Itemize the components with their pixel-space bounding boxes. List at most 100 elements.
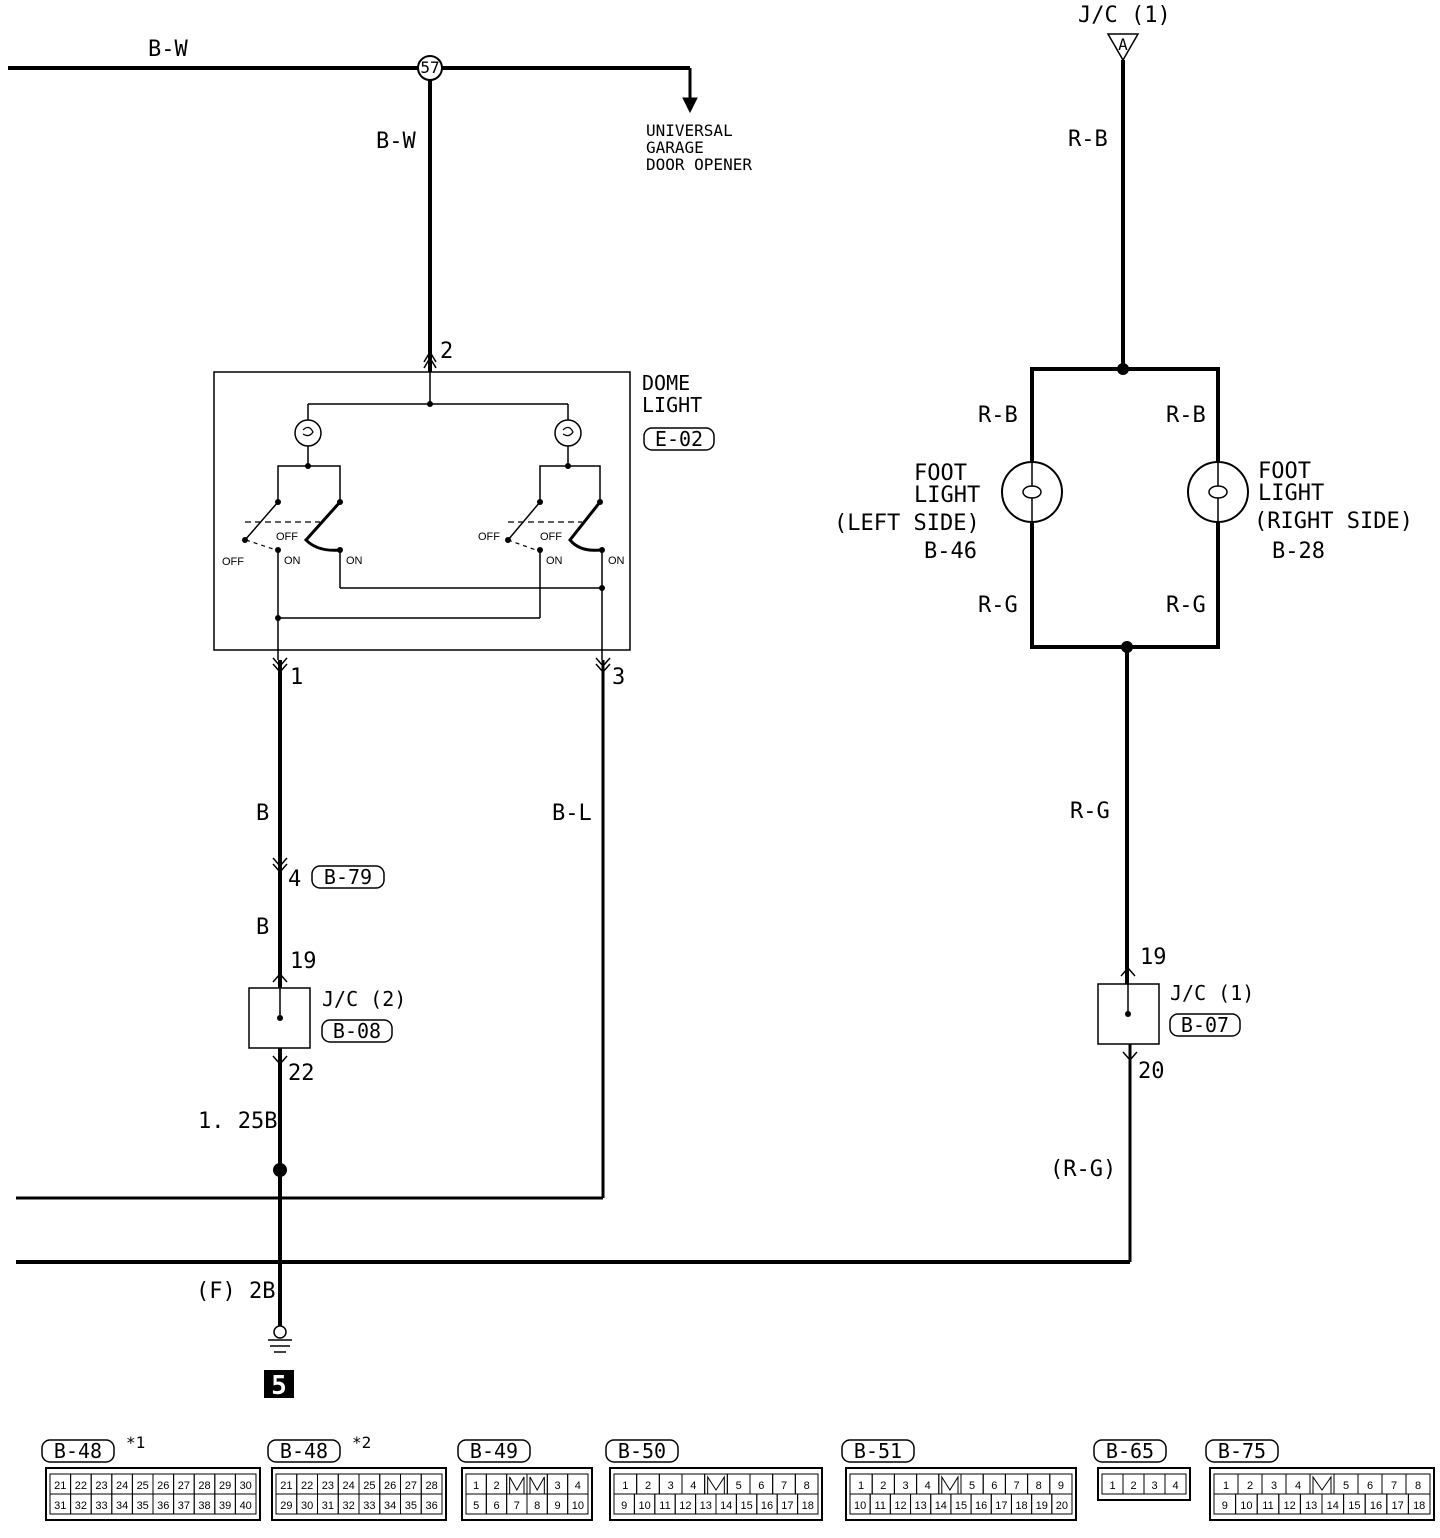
connector-pin: 6 bbox=[1367, 1480, 1373, 1492]
connector-pin: 17 bbox=[781, 1500, 793, 1512]
jc2-pin-out: 22 bbox=[288, 1061, 315, 1086]
connector-name: B-49 bbox=[470, 1439, 518, 1463]
dome-title-1: DOME bbox=[642, 371, 690, 395]
jc1-connector: B-07 bbox=[1181, 1013, 1229, 1037]
right-switch-blade-1 bbox=[507, 501, 541, 541]
connector-pin: 9 bbox=[1222, 1500, 1228, 1512]
connector-pin: 27 bbox=[178, 1480, 190, 1492]
connector-pin: 35 bbox=[137, 1500, 149, 1512]
right-switch-blade-2 bbox=[568, 501, 602, 552]
left-switch-blade-1 bbox=[244, 501, 279, 541]
connector-pin: 36 bbox=[157, 1500, 169, 1512]
jc2-name: J/C (2) bbox=[322, 987, 406, 1011]
connector-pin: 6 bbox=[493, 1500, 499, 1512]
connector-pin: 5 bbox=[969, 1480, 975, 1492]
connector-pin: 3 bbox=[1151, 1480, 1157, 1492]
connector-pin: 23 bbox=[95, 1480, 107, 1492]
connector-pin: 29 bbox=[219, 1480, 231, 1492]
connector-pin: 9 bbox=[621, 1500, 627, 1512]
switch-label: ON bbox=[608, 555, 625, 567]
connector-pin: 7 bbox=[781, 1480, 787, 1492]
connector-pin: 1 bbox=[622, 1480, 628, 1492]
connector-pin: 28 bbox=[198, 1480, 210, 1492]
garage-line-3: DOOR OPENER bbox=[646, 155, 752, 174]
connector-pin: 7 bbox=[1013, 1480, 1019, 1492]
wire-label-foot-left-top: R-B bbox=[978, 403, 1018, 428]
connector-pin: 21 bbox=[280, 1480, 292, 1492]
wire-label-foot-right-top: R-B bbox=[1166, 403, 1206, 428]
connector-pin: 5 bbox=[473, 1500, 479, 1512]
connector-name: B-75 bbox=[1218, 1439, 1266, 1463]
connector-pin: 13 bbox=[915, 1500, 927, 1512]
connector-pin: 10 bbox=[854, 1500, 866, 1512]
dome-connector: E-02 bbox=[655, 427, 703, 451]
garage-line-1: UNIVERSAL bbox=[646, 121, 733, 140]
connector-pin: 32 bbox=[343, 1500, 355, 1512]
wire-label-foot-feed: R-B bbox=[1068, 127, 1108, 152]
connector-pin: 6 bbox=[758, 1480, 764, 1492]
connector-pin: 2 bbox=[880, 1480, 886, 1492]
switch-label: ON bbox=[284, 555, 301, 567]
garage-line-2: GARAGE bbox=[646, 138, 704, 157]
jc1-top-name: J/C (1) bbox=[1078, 3, 1171, 28]
connector-name: B-48 bbox=[280, 1439, 328, 1463]
connector-pin: 10 bbox=[638, 1500, 650, 1512]
connector-name: B-50 bbox=[618, 1439, 666, 1463]
connector-pin: 12 bbox=[679, 1500, 691, 1512]
connector-pin: 28 bbox=[426, 1480, 438, 1492]
connector-pin: 18 bbox=[1015, 1500, 1027, 1512]
connector-pin: 11 bbox=[1262, 1500, 1273, 1512]
jc1-pin-out: 20 bbox=[1138, 1059, 1165, 1084]
connector-pin: 38 bbox=[198, 1500, 210, 1512]
connector-pin: 2 bbox=[1247, 1480, 1253, 1492]
jc1-marker-icon bbox=[1106, 33, 1140, 62]
b79-tag bbox=[311, 865, 385, 889]
connector-pin: 26 bbox=[157, 1480, 169, 1492]
foot-right-line2: LIGHT bbox=[1258, 481, 1324, 506]
connector-pin: 2 bbox=[1130, 1480, 1136, 1492]
connector-pin: 9 bbox=[554, 1500, 560, 1512]
connector-pin: 16 bbox=[761, 1500, 773, 1512]
ground-number: 5 bbox=[271, 1371, 287, 1401]
connector-pin: 40 bbox=[240, 1500, 252, 1512]
wire-label-foot-right-bottom: R-G bbox=[1166, 593, 1206, 618]
connector-pin: 17 bbox=[995, 1500, 1007, 1512]
connector-pin: 4 bbox=[1295, 1480, 1301, 1492]
wire-label-foot-return: R-G bbox=[1070, 799, 1110, 824]
wire-label-dome-feed: B-W bbox=[376, 129, 416, 154]
connector-pin: 3 bbox=[668, 1480, 674, 1492]
connector-pin: 3 bbox=[1271, 1480, 1277, 1492]
wire-label-foot-return-lower: (R-G) bbox=[1050, 1157, 1116, 1182]
b08-tag bbox=[321, 1019, 393, 1043]
arrow-garage bbox=[682, 97, 698, 114]
connector-pin: 3 bbox=[902, 1480, 908, 1492]
connector-pin: 29 bbox=[280, 1500, 292, 1512]
connector-pin: 10 bbox=[572, 1500, 584, 1512]
connector-pin: 30 bbox=[240, 1480, 252, 1492]
connector-pin: 12 bbox=[894, 1500, 906, 1512]
connector-pin: 4 bbox=[925, 1480, 931, 1492]
connector-pin: 8 bbox=[534, 1500, 540, 1512]
connector-pin: 19 bbox=[1036, 1500, 1048, 1512]
connector-pin: 30 bbox=[301, 1500, 313, 1512]
connector-pin: 22 bbox=[75, 1480, 87, 1492]
connector-pin: 34 bbox=[116, 1500, 128, 1512]
connector-pin: 35 bbox=[405, 1500, 417, 1512]
wire-label-ground-upper: 1. 25B bbox=[198, 1109, 277, 1134]
connector-pin: 26 bbox=[384, 1480, 396, 1492]
connector-pin: 32 bbox=[75, 1500, 87, 1512]
connector-pin: 36 bbox=[426, 1500, 438, 1512]
ground-number-box bbox=[264, 1370, 294, 1398]
connector-pin: 20 bbox=[1056, 1500, 1068, 1512]
connector-pin: 2 bbox=[493, 1480, 499, 1492]
foot-right-line3: (RIGHT SIDE) bbox=[1254, 509, 1413, 534]
connector-pin: 11 bbox=[659, 1500, 670, 1512]
connector-pin: 11 bbox=[875, 1500, 886, 1512]
switch-label: ON bbox=[546, 555, 563, 567]
connector-pin: 10 bbox=[1240, 1500, 1252, 1512]
